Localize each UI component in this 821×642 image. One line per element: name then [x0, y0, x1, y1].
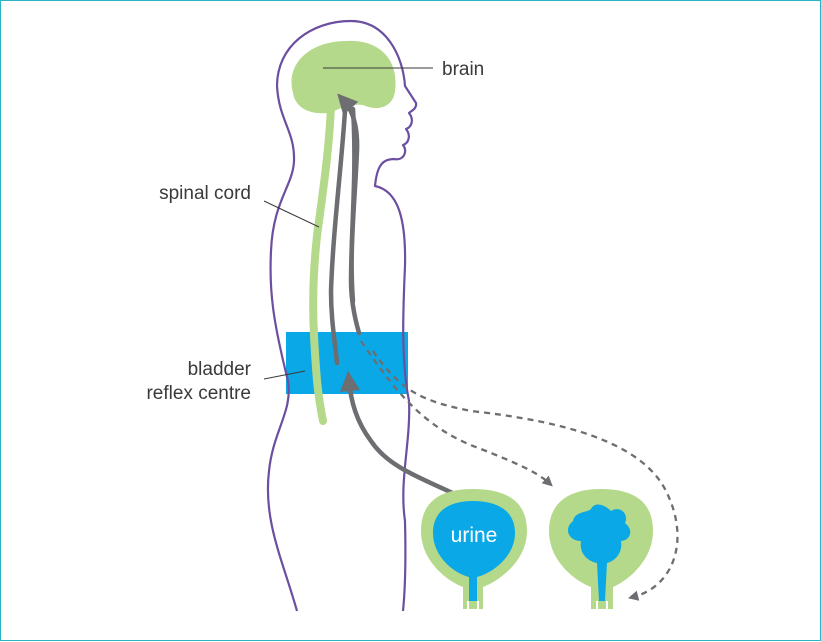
bladder-reflex-centre-band [286, 332, 408, 394]
brain-label: brain [442, 59, 484, 80]
bladder-full [421, 489, 527, 611]
bladder-emptying [549, 489, 653, 611]
descending-nerve [331, 111, 345, 363]
reflex-centre-label-line2: reflex centre [146, 383, 251, 404]
spinal-cord-leader-line [264, 201, 319, 227]
bladder-signal-nerve [349, 381, 473, 503]
spinal-cord-label: spinal cord [159, 183, 251, 204]
urine-label: urine [451, 524, 498, 547]
reflex-centre-label-line1: bladder [188, 359, 252, 380]
body-outline [268, 21, 416, 611]
